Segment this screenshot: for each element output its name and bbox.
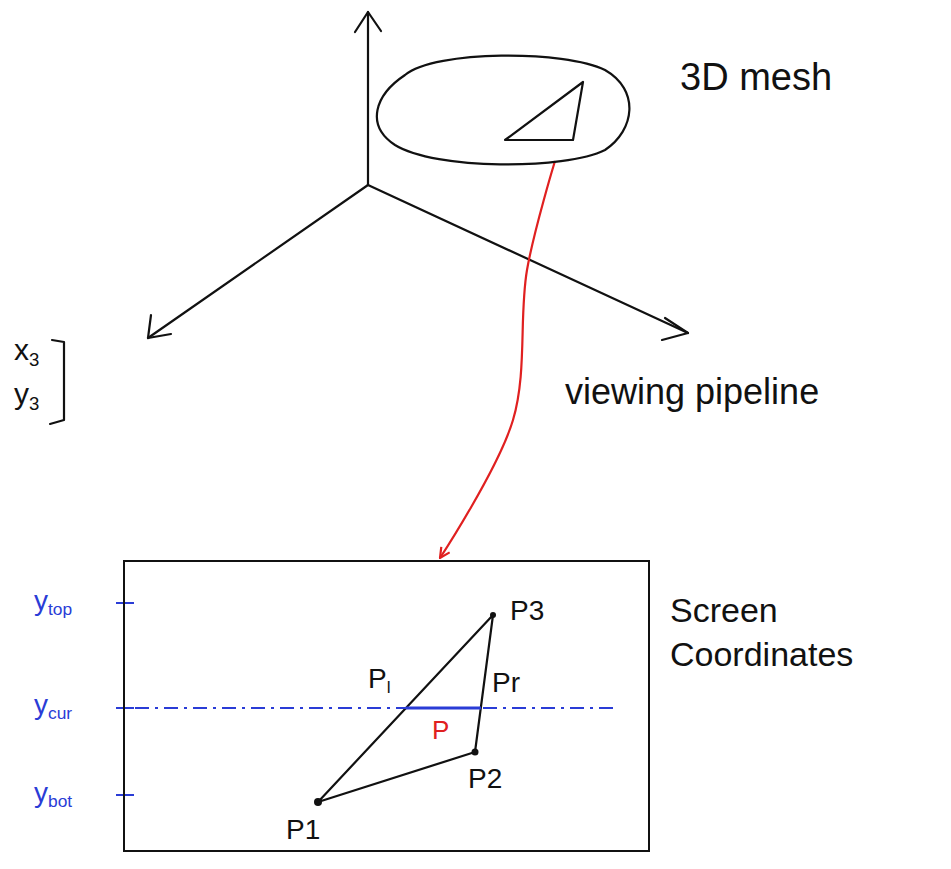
pipeline-arrow — [440, 161, 555, 558]
span-segment — [406, 707, 481, 710]
scanline — [135, 707, 615, 709]
scan-y-label: ybot — [34, 778, 72, 811]
vertex-label: P2 — [468, 764, 502, 795]
mesh-blob: 3D mesh — [365, 45, 645, 175]
axis-arrowhead — [662, 318, 688, 340]
tick-mark — [116, 707, 134, 709]
edge-point-label: Pl — [368, 664, 391, 697]
axis-line — [367, 12, 369, 185]
vertex-dot — [472, 749, 479, 756]
axis-label: y3 — [14, 377, 39, 414]
edge-point-label: Pr — [492, 668, 520, 699]
screen-rect: Screen Coordinates — [123, 560, 650, 852]
axis-arrowhead — [355, 12, 381, 32]
vertex-label: P1 — [284, 815, 322, 846]
tick-mark — [116, 794, 134, 796]
blob-outline-path — [377, 56, 630, 165]
axis-line — [148, 185, 368, 338]
pixel-label: P — [432, 716, 449, 745]
vertex-dot — [490, 612, 496, 618]
node-text: 3D mesh — [680, 53, 832, 102]
scan-y-label: ycur — [34, 690, 72, 723]
tick-mark — [116, 602, 134, 604]
node-text: Screen Coordinates — [670, 588, 910, 676]
blob-outline — [365, 45, 645, 175]
mesh-triangle — [505, 82, 583, 140]
edge-label: viewing pipeline — [565, 372, 819, 412]
vertex-dot — [314, 798, 322, 806]
bracket — [50, 340, 64, 424]
axis-arrowhead — [148, 315, 171, 338]
axis-label: x3 — [14, 333, 39, 370]
vertex-label: P3 — [510, 596, 544, 627]
scan-y-label: ytop — [34, 586, 72, 619]
